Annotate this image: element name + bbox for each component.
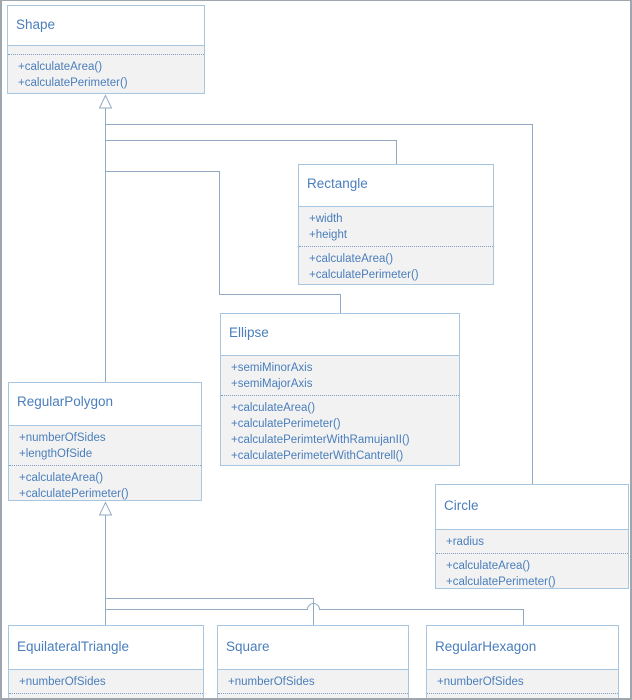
class-equilateral-triangle-attributes: +numberOfSides: [9, 670, 203, 694]
class-regular-hexagon-name: RegularHexagon: [435, 639, 537, 654]
class-regular-polygon-body: +numberOfSides +lengthOfSide +calculateA…: [9, 425, 201, 500]
attribute: +width: [309, 213, 343, 225]
class-shape[interactable]: Shape +calculateArea() +calculatePerimet…: [7, 5, 205, 94]
class-regular-hexagon-body: +numberOfSides: [427, 669, 618, 698]
class-circle-methods: +calculateArea() +calculatePerimeter(): [436, 554, 628, 588]
method: +calculateArea(): [231, 402, 316, 414]
attribute: +semiMinorAxis: [231, 362, 313, 374]
class-equilateral-triangle[interactable]: EquilateralTriangle +numberOfSides: [8, 625, 204, 698]
class-square-methods: [218, 694, 408, 698]
class-regular-hexagon[interactable]: RegularHexagon +numberOfSides: [426, 625, 619, 698]
class-equilateral-triangle-name: EquilateralTriangle: [17, 639, 130, 654]
inheritance-connector-shape-children[interactable]: [98, 94, 533, 485]
method: +calculatePerimeterWithCantrell(): [231, 450, 404, 462]
connector-shape-ellipse: [105, 171, 341, 313]
class-shape-attributes: [8, 46, 204, 55]
class-equilateral-triangle-methods: [9, 694, 203, 698]
class-circle[interactable]: Circle +radius +calculateArea() +calcula…: [435, 484, 629, 589]
class-rectangle-methods: +calculateArea() +calculatePerimeter(): [299, 247, 493, 283]
attribute: +numberOfSides: [228, 676, 315, 688]
connector-regularpolygon-square: [105, 598, 314, 625]
class-circle-name: Circle: [444, 498, 479, 513]
method: +calculatePerimeter(): [446, 576, 556, 588]
class-circle-body: +radius +calculateArea() +calculatePerim…: [436, 529, 628, 588]
attribute: +numberOfSides: [19, 432, 106, 444]
method: +calculatePerimeter(): [309, 269, 419, 281]
class-regular-polygon[interactable]: RegularPolygon +numberOfSides +lengthOfS…: [8, 382, 202, 501]
attribute: +height: [309, 229, 348, 241]
class-regular-polygon-name: RegularPolygon: [17, 394, 114, 409]
method: +calculateArea(): [18, 61, 103, 73]
class-ellipse-methods: +calculateArea() +calculatePerimeter() +…: [221, 396, 459, 464]
connector-shape-circle: [105, 124, 533, 484]
inheritance-arrow-icon: [98, 94, 113, 109]
class-circle-attributes: +radius: [436, 530, 628, 554]
connector-regularpolygon-hexagon: [105, 603, 524, 625]
class-regular-polygon-methods: +calculateArea() +calculatePerimeter(): [9, 466, 201, 500]
class-ellipse[interactable]: Ellipse +semiMinorAxis +semiMajorAxis +c…: [220, 313, 460, 466]
class-regular-hexagon-attributes: +numberOfSides: [427, 670, 618, 694]
class-rectangle-name: Rectangle: [307, 176, 368, 191]
class-regular-polygon-attributes: +numberOfSides +lengthOfSide: [9, 426, 201, 466]
connector-shape-rectangle: [105, 140, 397, 164]
method: +calculateArea(): [446, 560, 531, 572]
attribute: +numberOfSides: [19, 676, 106, 688]
class-square-attributes: +numberOfSides: [218, 670, 408, 694]
class-regular-hexagon-methods: [427, 694, 618, 698]
method: +calculatePerimeter(): [19, 488, 129, 500]
class-equilateral-triangle-body: +numberOfSides: [9, 669, 203, 698]
class-rectangle-attributes: +width +height: [299, 207, 493, 247]
class-rectangle-body: +width +height +calculateArea() +calcula…: [299, 206, 493, 284]
method: +calculatePerimeter(): [231, 418, 341, 430]
attribute: +lengthOfSide: [19, 448, 93, 460]
attribute: +numberOfSides: [437, 676, 524, 688]
method: +calculatePerimeter(): [18, 77, 128, 89]
attribute: +semiMajorAxis: [231, 378, 313, 390]
class-ellipse-name: Ellipse: [229, 325, 269, 340]
method: +calculateArea(): [309, 253, 394, 265]
inheritance-arrow-icon: [98, 501, 113, 516]
method: +calculatePerimterWithRamujanII(): [231, 434, 410, 446]
method: +calculateArea(): [19, 472, 104, 484]
class-shape-methods: +calculateArea() +calculatePerimeter(): [8, 55, 204, 91]
attribute: +radius: [446, 536, 485, 548]
class-square-body: +numberOfSides: [218, 669, 408, 698]
class-ellipse-body: +semiMinorAxis +semiMajorAxis +calculate…: [221, 355, 459, 465]
class-shape-body: +calculateArea() +calculatePerimeter(): [8, 45, 204, 93]
class-ellipse-attributes: +semiMinorAxis +semiMajorAxis: [221, 356, 459, 396]
inheritance-connector-regularpolygon-children[interactable]: [98, 501, 524, 626]
class-square-name: Square: [226, 639, 270, 654]
class-shape-name: Shape: [16, 17, 56, 32]
class-rectangle[interactable]: Rectangle +width +height +calculateArea(…: [298, 164, 494, 285]
class-square[interactable]: Square +numberOfSides: [217, 625, 409, 698]
